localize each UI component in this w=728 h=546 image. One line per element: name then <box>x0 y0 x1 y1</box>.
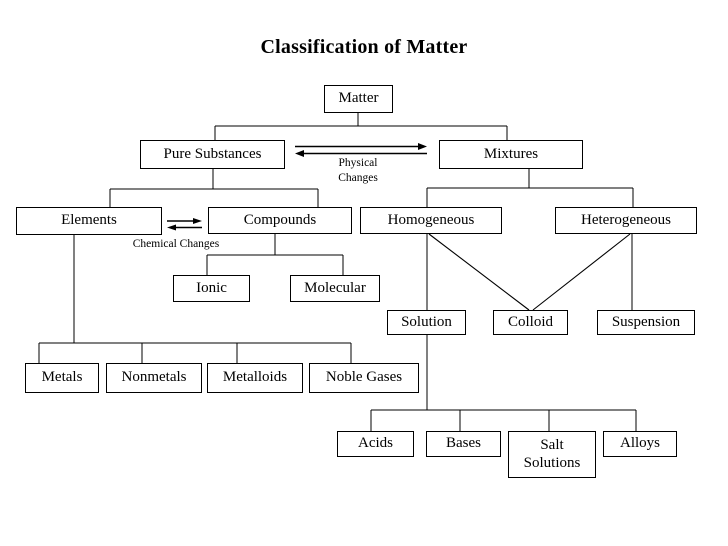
node-noble-gases: Noble Gases <box>309 363 419 393</box>
chemical-changes-arrows <box>167 218 202 231</box>
node-alloys: Alloys <box>603 431 677 457</box>
physical-changes-label-line1: Physical <box>338 157 378 169</box>
node-metalloids: Metalloids <box>207 363 303 393</box>
node-metals: Metals <box>25 363 99 393</box>
node-bases: Bases <box>426 431 501 457</box>
chemical-changes-label: Chemical Changes <box>132 238 220 250</box>
physical-changes-label: Physical Changes <box>308 156 408 186</box>
physical-changes-arrows <box>295 143 427 157</box>
node-compounds: Compounds <box>208 207 352 234</box>
node-pure-substances: Pure Substances <box>140 140 285 169</box>
node-heterogeneous: Heterogeneous <box>555 207 697 234</box>
node-homogeneous: Homogeneous <box>360 207 502 234</box>
node-elements: Elements <box>16 207 162 235</box>
node-colloid: Colloid <box>493 310 568 335</box>
node-matter: Matter <box>324 85 393 113</box>
node-molecular: Molecular <box>290 275 380 302</box>
diagram-title: Classification of Matter <box>260 36 468 58</box>
node-solution: Solution <box>387 310 466 335</box>
physical-changes-label-line2: Changes <box>338 172 378 184</box>
node-acids: Acids <box>337 431 414 457</box>
node-salt-solutions: Salt Solutions <box>508 431 596 478</box>
node-ionic: Ionic <box>173 275 250 302</box>
node-mixtures: Mixtures <box>439 140 583 169</box>
node-suspension: Suspension <box>597 310 695 335</box>
node-nonmetals: Nonmetals <box>106 363 202 393</box>
